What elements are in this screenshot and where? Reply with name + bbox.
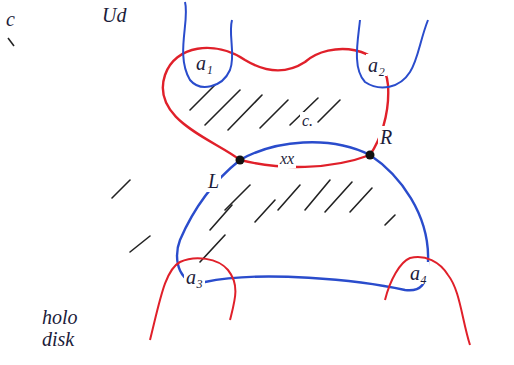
region-mark: c. xyxy=(300,112,315,130)
point xyxy=(366,151,375,160)
point-label: L xyxy=(206,170,221,192)
stray-mark: c xyxy=(4,8,17,30)
red-strand xyxy=(150,258,235,340)
red-strand xyxy=(385,257,470,345)
corner-label: a₄ xyxy=(408,262,429,284)
corner-label: a₃ xyxy=(184,266,205,288)
corner-label: a₁ xyxy=(194,52,215,74)
caption-note: holo disk xyxy=(40,306,88,350)
blue-strand xyxy=(183,2,232,87)
crossing-mark: xx xyxy=(278,150,296,168)
blue-strand xyxy=(357,20,428,87)
blue-region xyxy=(177,142,428,290)
stroke-mark xyxy=(8,38,14,46)
point-label: R xyxy=(378,126,394,148)
note-text: Ud xyxy=(100,4,128,26)
corner-label: a₂ xyxy=(366,54,387,76)
point xyxy=(236,156,245,165)
hatching xyxy=(112,85,395,262)
